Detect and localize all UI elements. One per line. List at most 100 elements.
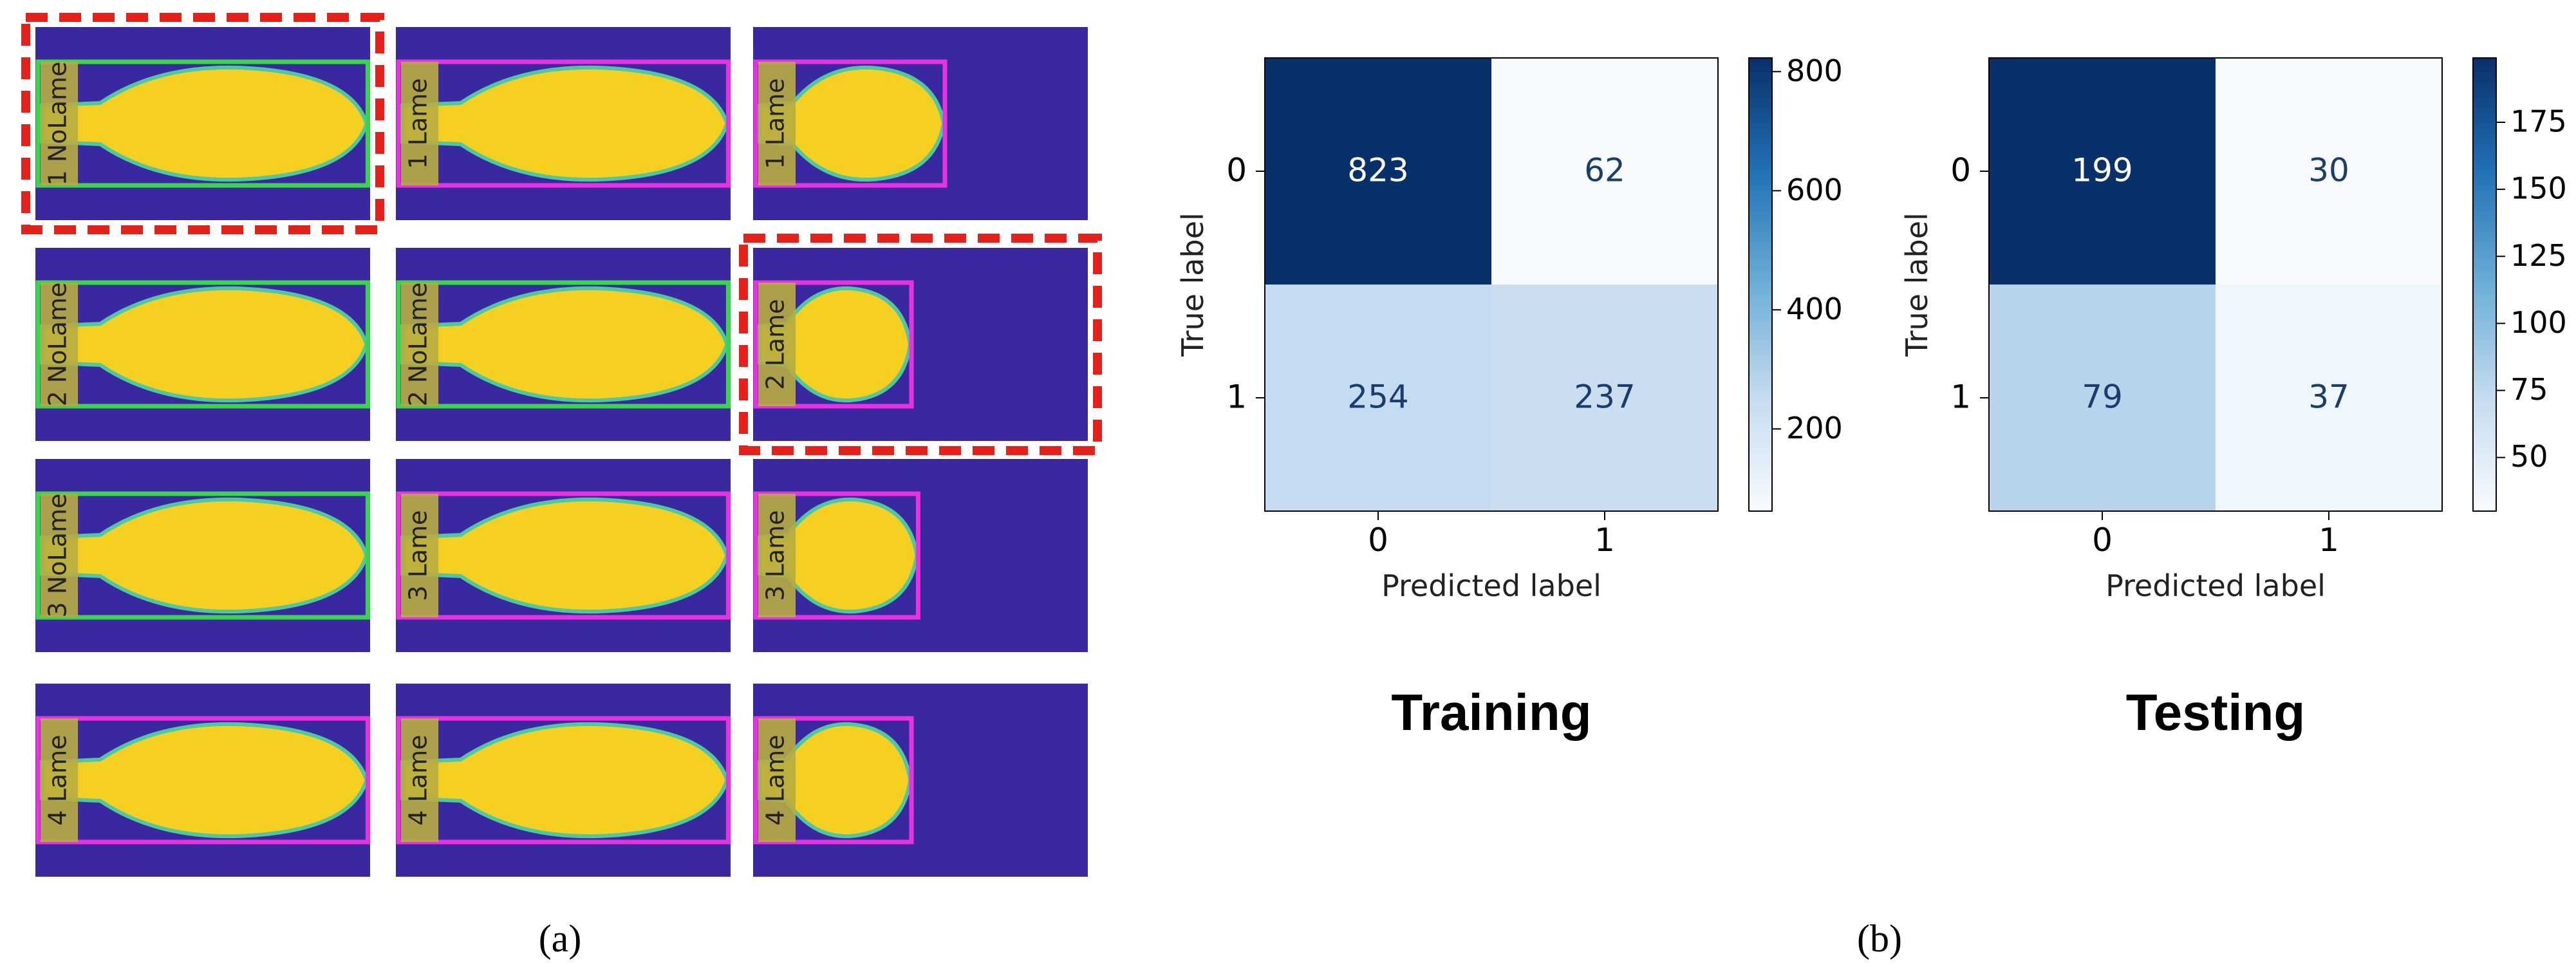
matrix-cell [1491, 58, 1718, 285]
panel-a-image-grid: 1 NoLame 1 Lame 1 Lame 2 NoLame 2 NoLame 2 La… [21, 13, 1102, 877]
thermal-image-tile: 4 Lame [753, 684, 1088, 877]
detection-label: 1 Lame [761, 78, 790, 169]
thermal-image-tile: 2 NoLame [35, 248, 370, 441]
thermal-image-tile: 3 Lame [396, 459, 731, 652]
colorbar-tick-label: 800 [1786, 53, 1843, 88]
matrix-frame [1264, 57, 1719, 512]
detection-bounding-box [396, 280, 731, 409]
matrix-cell [1265, 285, 1491, 511]
thermal-image-tile: 3 NoLame [35, 459, 370, 652]
detection-label: 2 NoLame [44, 283, 72, 407]
detection-bounding-box [396, 59, 731, 188]
panel-b-caption: (b) [1857, 917, 1902, 960]
detection-bounding-box [753, 280, 914, 409]
colorbar-tick-label: 100 [2510, 305, 2567, 340]
colorbar-tick-label: 75 [2510, 372, 2548, 407]
thermal-image-tile: 4 Lame [35, 684, 370, 877]
matrix-cell [1491, 285, 1718, 511]
cell-value-label: 79 [2082, 379, 2123, 416]
thermal-image-tile: 1 Lame [753, 27, 1088, 220]
y-tick-label: 0 [1950, 152, 1971, 189]
label-tag-background [41, 62, 78, 185]
label-tag-background [41, 494, 78, 617]
y-tick-label: 0 [1226, 152, 1247, 189]
label-tag-background [758, 62, 796, 185]
detection-label: 2 Lame [761, 299, 790, 389]
detection-label: 4 Lame [404, 734, 433, 825]
colorbar [2472, 57, 2497, 512]
y-tick-label: 1 [1950, 379, 1971, 416]
label-tag-background [758, 283, 796, 406]
y-axis-label: True label [1899, 212, 1934, 357]
colorbar-tick-label: 600 [1786, 173, 1843, 207]
detection-bounding-box [396, 491, 731, 620]
colorbar [1748, 57, 1773, 512]
cell-value-label: 823 [1347, 152, 1408, 189]
x-tick-label: 1 [1594, 521, 1615, 559]
cell-value-label: 199 [2071, 152, 2133, 189]
chart-title: Testing [2126, 684, 2306, 741]
cell-value-label: 37 [2308, 379, 2349, 416]
highlight-dashed-frame [739, 234, 1102, 455]
thermal-image-tile: 1 NoLame [21, 13, 384, 234]
detection-bounding-box [396, 716, 731, 845]
detection-bounding-box [753, 59, 947, 188]
detection-label: 1 NoLame [44, 62, 72, 186]
detection-bounding-box [35, 280, 370, 409]
detection-bounding-box [35, 716, 370, 845]
label-tag-background [401, 283, 438, 406]
detection-label: 3 Lame [761, 510, 790, 601]
detection-bounding-box [753, 716, 914, 845]
colorbar-tick-label: 200 [1786, 411, 1843, 445]
matrix-cell [1989, 285, 2216, 511]
colorbar-tick-label: 50 [2510, 439, 2548, 474]
thermal-image-tile: 4 Lame [396, 684, 731, 877]
label-tag-background [401, 718, 438, 842]
colorbar-tick-label: 175 [2510, 104, 2567, 138]
label-tag-background [758, 718, 796, 842]
matrix-cell [1989, 58, 2216, 285]
chart-title: Training [1391, 684, 1591, 741]
y-tick-label: 1 [1226, 379, 1247, 416]
x-tick-label: 0 [2092, 521, 2113, 559]
cell-value-label: 237 [1574, 379, 1635, 416]
x-axis-label: Predicted label [1381, 568, 1601, 603]
thermal-image-tile: 1 Lame [396, 27, 731, 220]
label-tag-background [758, 494, 796, 617]
cell-value-label: 254 [1347, 379, 1408, 416]
detection-label: 3 NoLame [44, 494, 72, 618]
label-tag-background [41, 718, 78, 842]
matrix-cell [2216, 58, 2442, 285]
matrix-cell [1265, 58, 1491, 285]
matrix-cell [2216, 285, 2442, 511]
matrix-frame [1988, 57, 2443, 512]
detection-bounding-box [35, 491, 370, 620]
detection-label: 4 Lame [761, 734, 790, 825]
x-axis-label: Predicted label [2105, 568, 2326, 603]
label-tag-background [41, 283, 78, 406]
detection-bounding-box [35, 59, 370, 188]
thermal-image-tile: 3 Lame [753, 459, 1088, 652]
detection-label: 2 NoLame [404, 283, 433, 407]
y-axis-label: True label [1175, 212, 1210, 357]
x-tick-label: 1 [2319, 521, 2339, 559]
colorbar-tick-label: 150 [2510, 171, 2567, 206]
label-tag-background [401, 62, 438, 185]
detection-bounding-box [753, 491, 920, 620]
cell-value-label: 62 [1584, 152, 1625, 189]
label-tag-background [401, 494, 438, 617]
x-tick-label: 0 [1368, 521, 1388, 559]
colorbar-tick-label: 400 [1786, 292, 1843, 326]
detection-label: 1 Lame [404, 78, 433, 169]
detection-label: 4 Lame [44, 734, 72, 825]
detection-label: 3 Lame [404, 510, 433, 601]
panel-a-caption: (a) [539, 917, 582, 960]
highlight-dashed-frame [21, 13, 384, 234]
cell-value-label: 30 [2308, 152, 2349, 189]
colorbar-tick-label: 125 [2510, 238, 2567, 273]
thermal-image-tile: 2 Lame [739, 234, 1102, 455]
